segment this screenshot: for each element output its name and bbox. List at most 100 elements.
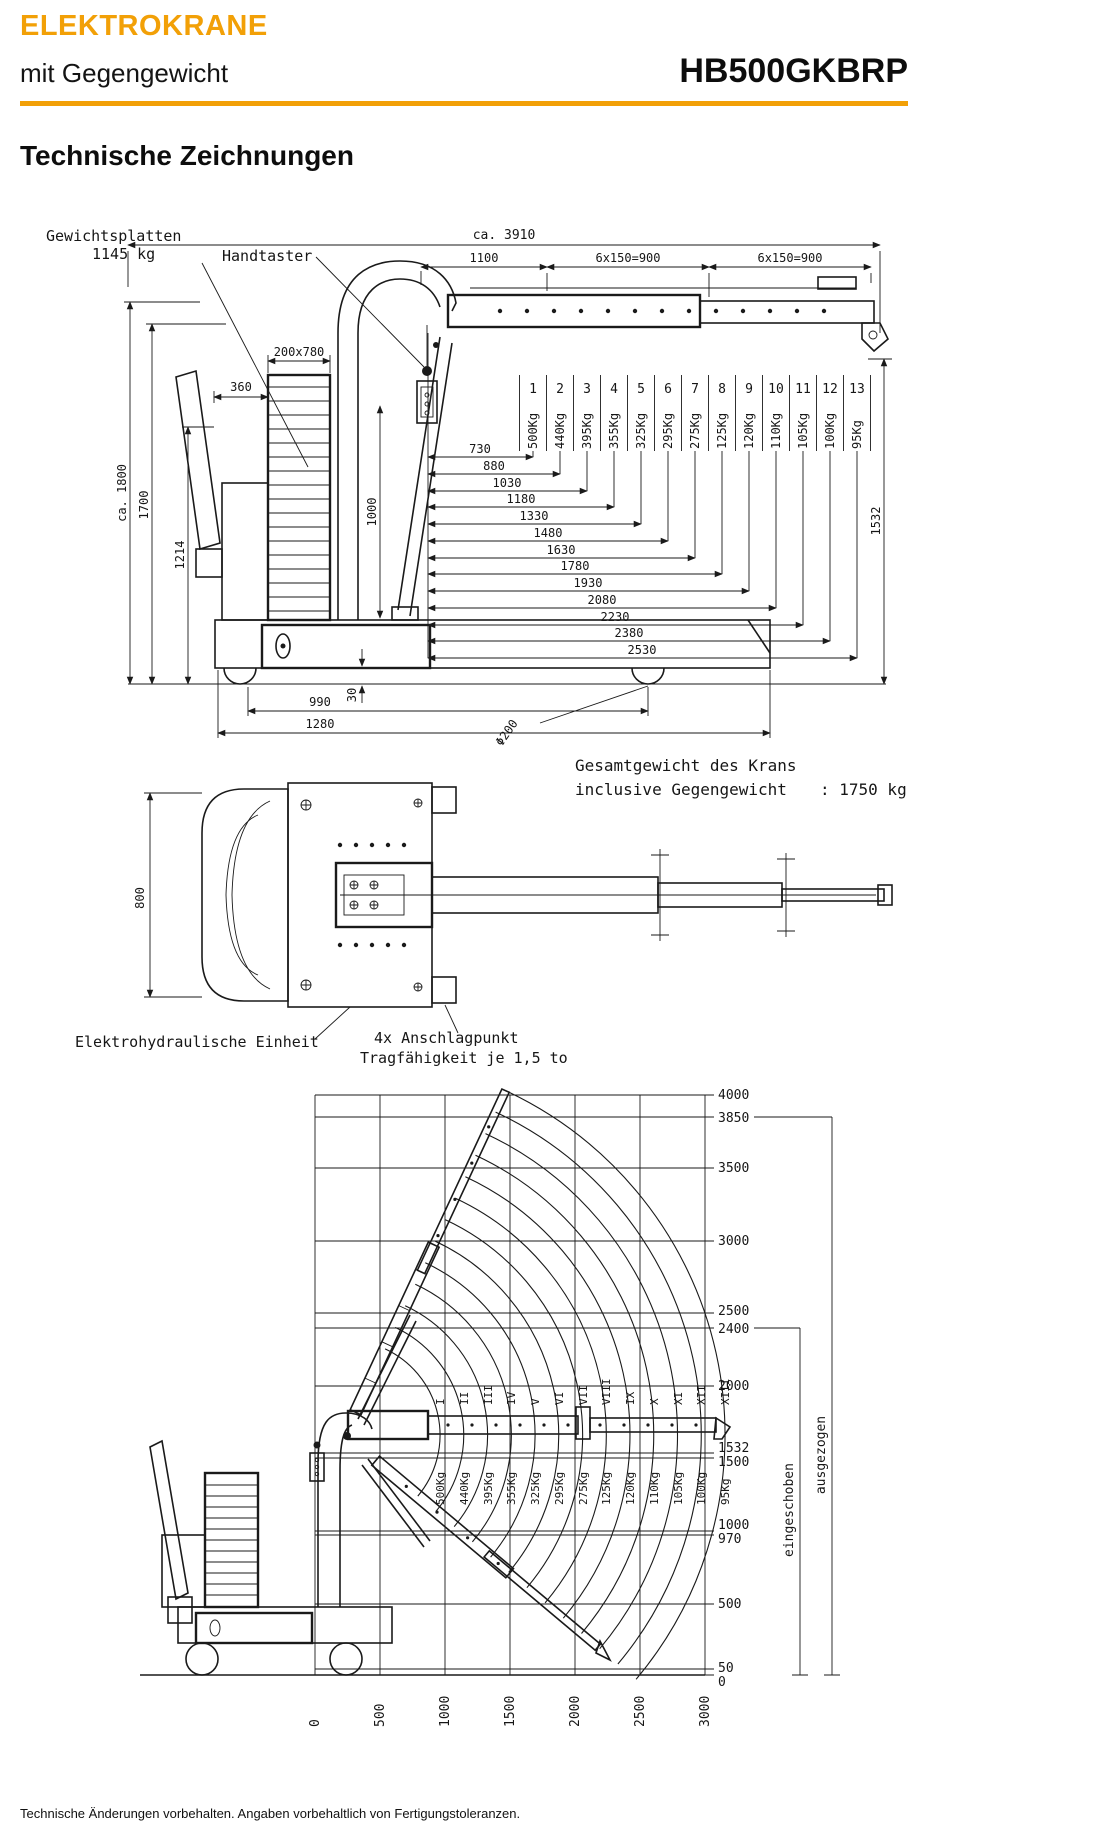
dim-200x780-label: 200x780 <box>274 345 325 359</box>
tiller-handle <box>149 1439 189 1601</box>
dim-total-label: ca. 3910 <box>473 228 536 243</box>
base-inner-box <box>194 1611 314 1645</box>
height-label: 50 <box>718 1661 734 1676</box>
boom-stage1 <box>427 1415 579 1435</box>
position-number: 10 <box>768 382 784 397</box>
anchor-points-label-1: 4x Anschlagpunkt <box>374 1029 519 1047</box>
load-label: 95Kg <box>850 420 864 449</box>
load-label: 440Kg <box>553 413 567 449</box>
dim-990-label: 990 <box>309 695 331 709</box>
stage-roman: IV <box>505 1391 518 1405</box>
load-label: 120Kg <box>742 413 756 449</box>
position-number: 3 <box>583 382 591 397</box>
annotation-electrohydraulic: Elektrohydraulische Einheit <box>75 1006 351 1051</box>
right-dimension-1532: 1532 <box>868 358 892 685</box>
dim-1532-label: 1532 <box>869 507 883 536</box>
mast-outer <box>337 260 457 620</box>
brand-subtitle: mit Gegengewicht <box>20 58 229 88</box>
height-label: 4000 <box>718 1088 749 1103</box>
stage-load: 95Kg <box>719 1479 732 1506</box>
stage-roman: II <box>458 1392 471 1405</box>
footer-disclaimer: Technische Änderungen vorbehalten. Angab… <box>20 1806 521 1821</box>
height-label: 500 <box>718 1597 741 1612</box>
reach-dim-label: 1480 <box>534 526 563 540</box>
height-label: 2000 <box>718 1379 749 1394</box>
housing-screws <box>349 880 379 910</box>
mast-inner <box>357 278 441 620</box>
boom-telescope-section <box>699 300 875 324</box>
load-diagram-drawing: 4000 3850 3500 3000 2500 2400 2000 1532 … <box>140 1087 840 1727</box>
height-axis-labels: 4000 3850 3500 3000 2500 2400 2000 1532 … <box>718 1088 749 1690</box>
anchor-points-label-2: Tragfähigkeit je 1,5 to <box>360 1049 568 1067</box>
top-view-drawing: 800 <box>75 756 907 1067</box>
base-frame <box>214 619 771 669</box>
stage-load: 395Kg <box>482 1472 495 1505</box>
section-title: Technische Zeichnungen <box>20 140 354 171</box>
rear-wheel-icon <box>223 667 257 685</box>
base-hole <box>275 633 291 659</box>
load-label: 275Kg <box>688 413 702 449</box>
x-label: 1000 <box>438 1696 453 1727</box>
position-separators <box>519 375 871 451</box>
height-label: 1000 <box>718 1518 749 1533</box>
annotation-anchor-points: 4x Anschlagpunkt Tragfähigkeit je 1,5 to <box>360 1004 568 1067</box>
position-number: 4 <box>610 382 618 397</box>
height-label: 970 <box>718 1532 741 1547</box>
side-view-drawing: Gewichtsplatten 1145 kg Handtaster ca. 3… <box>46 227 892 749</box>
annotation-handtaster: Handtaster <box>222 247 425 368</box>
frame-screws <box>300 798 423 992</box>
reach-dim-label: 2530 <box>628 643 657 657</box>
load-label: 395Kg <box>580 413 594 449</box>
dim-30-label: 30 <box>345 688 359 702</box>
dim-1280-label: 1280 <box>306 717 335 731</box>
counterweight-plates-hatch <box>269 386 329 612</box>
stage-roman: XIII <box>719 1379 732 1406</box>
stage-roman: IX <box>624 1391 637 1405</box>
reach-dim-label: 1330 <box>520 509 549 523</box>
boom-end-block <box>817 276 857 290</box>
crane-top-body <box>201 782 893 1008</box>
dim-ca1800-label: ca. 1800 <box>115 464 129 522</box>
stage-load: 125Kg <box>600 1472 613 1505</box>
load-label: 105Kg <box>796 413 810 449</box>
tiller-foot <box>195 548 223 578</box>
reach-dim-label: 1030 <box>493 476 522 490</box>
stage-roman: X <box>648 1398 661 1405</box>
x-label: 1500 <box>503 1696 518 1727</box>
eingeschoben-label: eingeschoben <box>782 1463 797 1557</box>
stage-roman: XI <box>672 1392 685 1405</box>
position-number: 8 <box>718 382 726 397</box>
boom-tip-hook <box>861 322 889 353</box>
stage-load: 110Kg <box>648 1472 661 1505</box>
height-label: 1532 <box>718 1441 749 1456</box>
load-label: 100Kg <box>823 413 837 449</box>
dim-1000-label: 1000 <box>365 498 379 527</box>
handtaster-label: Handtaster <box>222 247 312 265</box>
dim-800: 800 <box>133 792 202 998</box>
stage-load: 440Kg <box>458 1472 471 1505</box>
height-label: 2500 <box>718 1304 749 1319</box>
electrohydraulic-label: Elektrohydraulische Einheit <box>75 1033 319 1051</box>
tiller-handle <box>175 369 221 551</box>
height-label: 1500 <box>718 1455 749 1470</box>
stage-load: 120Kg <box>624 1472 637 1505</box>
dim-360-label: 360 <box>230 380 252 394</box>
stage-roman: VII <box>577 1385 590 1405</box>
front-wheel-icon <box>631 667 665 685</box>
total-weight-line1: Gesamtgewicht des Krans <box>575 756 797 775</box>
boom-lowered <box>361 1454 612 1662</box>
boom-tip-hook <box>713 1416 732 1440</box>
model-number: HB500GKBRP <box>679 52 908 90</box>
height-label: 0 <box>718 1675 726 1690</box>
reach-dim-label: 880 <box>483 459 505 473</box>
reach-dimension-chain: 730 880 1030 1180 1330 1480 1630 1780 19… <box>427 333 858 662</box>
x-label: 2500 <box>633 1696 648 1727</box>
position-number: 11 <box>795 382 811 397</box>
stage-load: 105Kg <box>672 1472 685 1505</box>
leader-line <box>201 262 309 468</box>
x-label: 3000 <box>698 1696 713 1727</box>
crane-diagram-body <box>149 1087 732 1676</box>
dim-6x150-b-label: 6x150=900 <box>757 251 822 265</box>
reach-dim-label: 2080 <box>588 593 617 607</box>
position-number: 9 <box>745 382 753 397</box>
